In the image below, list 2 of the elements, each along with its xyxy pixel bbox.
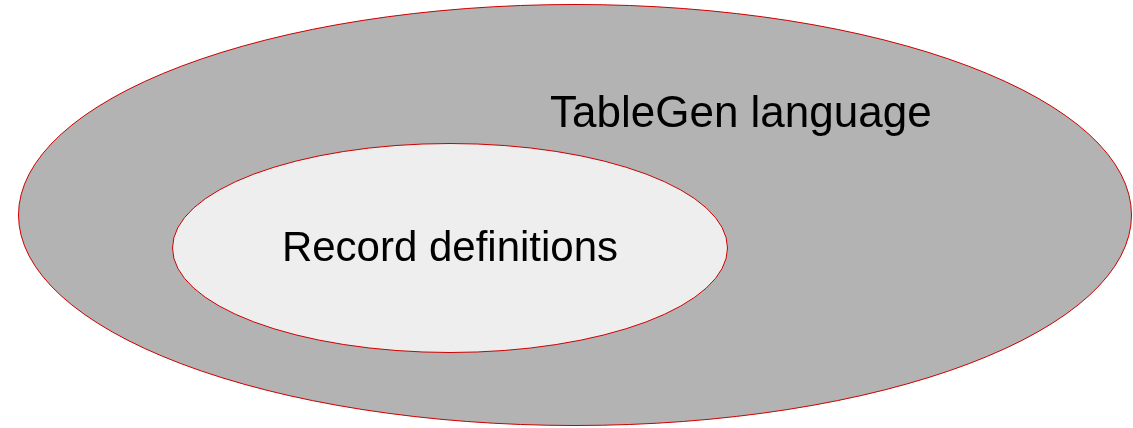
set-label: TableGen language xyxy=(550,88,932,137)
set-label: Record definitions xyxy=(280,223,620,270)
